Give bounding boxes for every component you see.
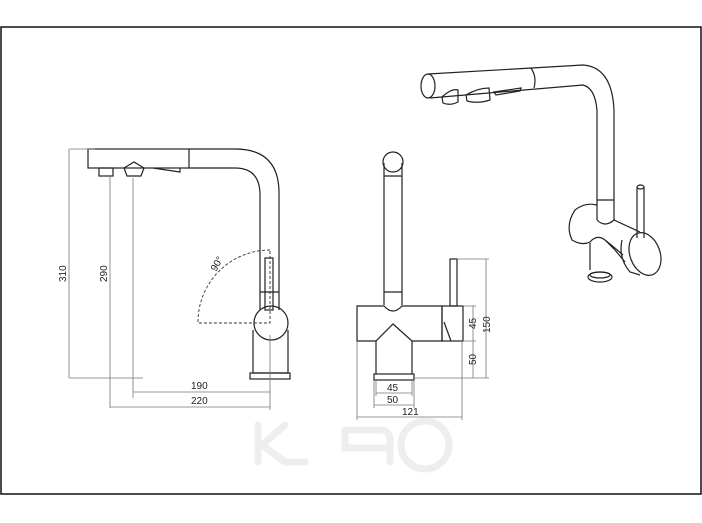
dim-220: 220 [191,396,208,407]
side-view: 90° 310 290 190 220 [58,148,291,410]
dim-121: 121 [402,407,419,418]
spout-outer [189,148,280,310]
handle-knob [628,232,662,276]
filter-outlet [123,161,145,177]
spout-inner [189,167,261,310]
front-view: 150 45 50 45 50 121 [356,151,493,420]
dim-290: 290 [99,265,110,282]
dim-50-width: 50 [387,395,399,406]
mixer-body [356,305,443,342]
dim-50-height: 50 [468,353,479,365]
mixer-ball [253,305,289,341]
base-plate [373,373,415,381]
dim-45-height: 45 [468,317,479,329]
angle-label: 90° [209,255,226,274]
lever [449,258,458,307]
dim-150: 150 [482,316,493,333]
rotation-arc [197,249,271,324]
drawing-frame [0,26,702,495]
spout-top [382,151,404,173]
spray-head [87,148,190,169]
watermark-logo [254,417,453,473]
dim-190: 190 [191,381,208,392]
dim-45-width: 45 [387,383,399,394]
spray-head-end [420,73,436,99]
perspective-view [420,64,662,283]
dim-310: 310 [58,265,69,282]
lever [264,257,274,311]
nozzle-outlet [98,167,114,177]
